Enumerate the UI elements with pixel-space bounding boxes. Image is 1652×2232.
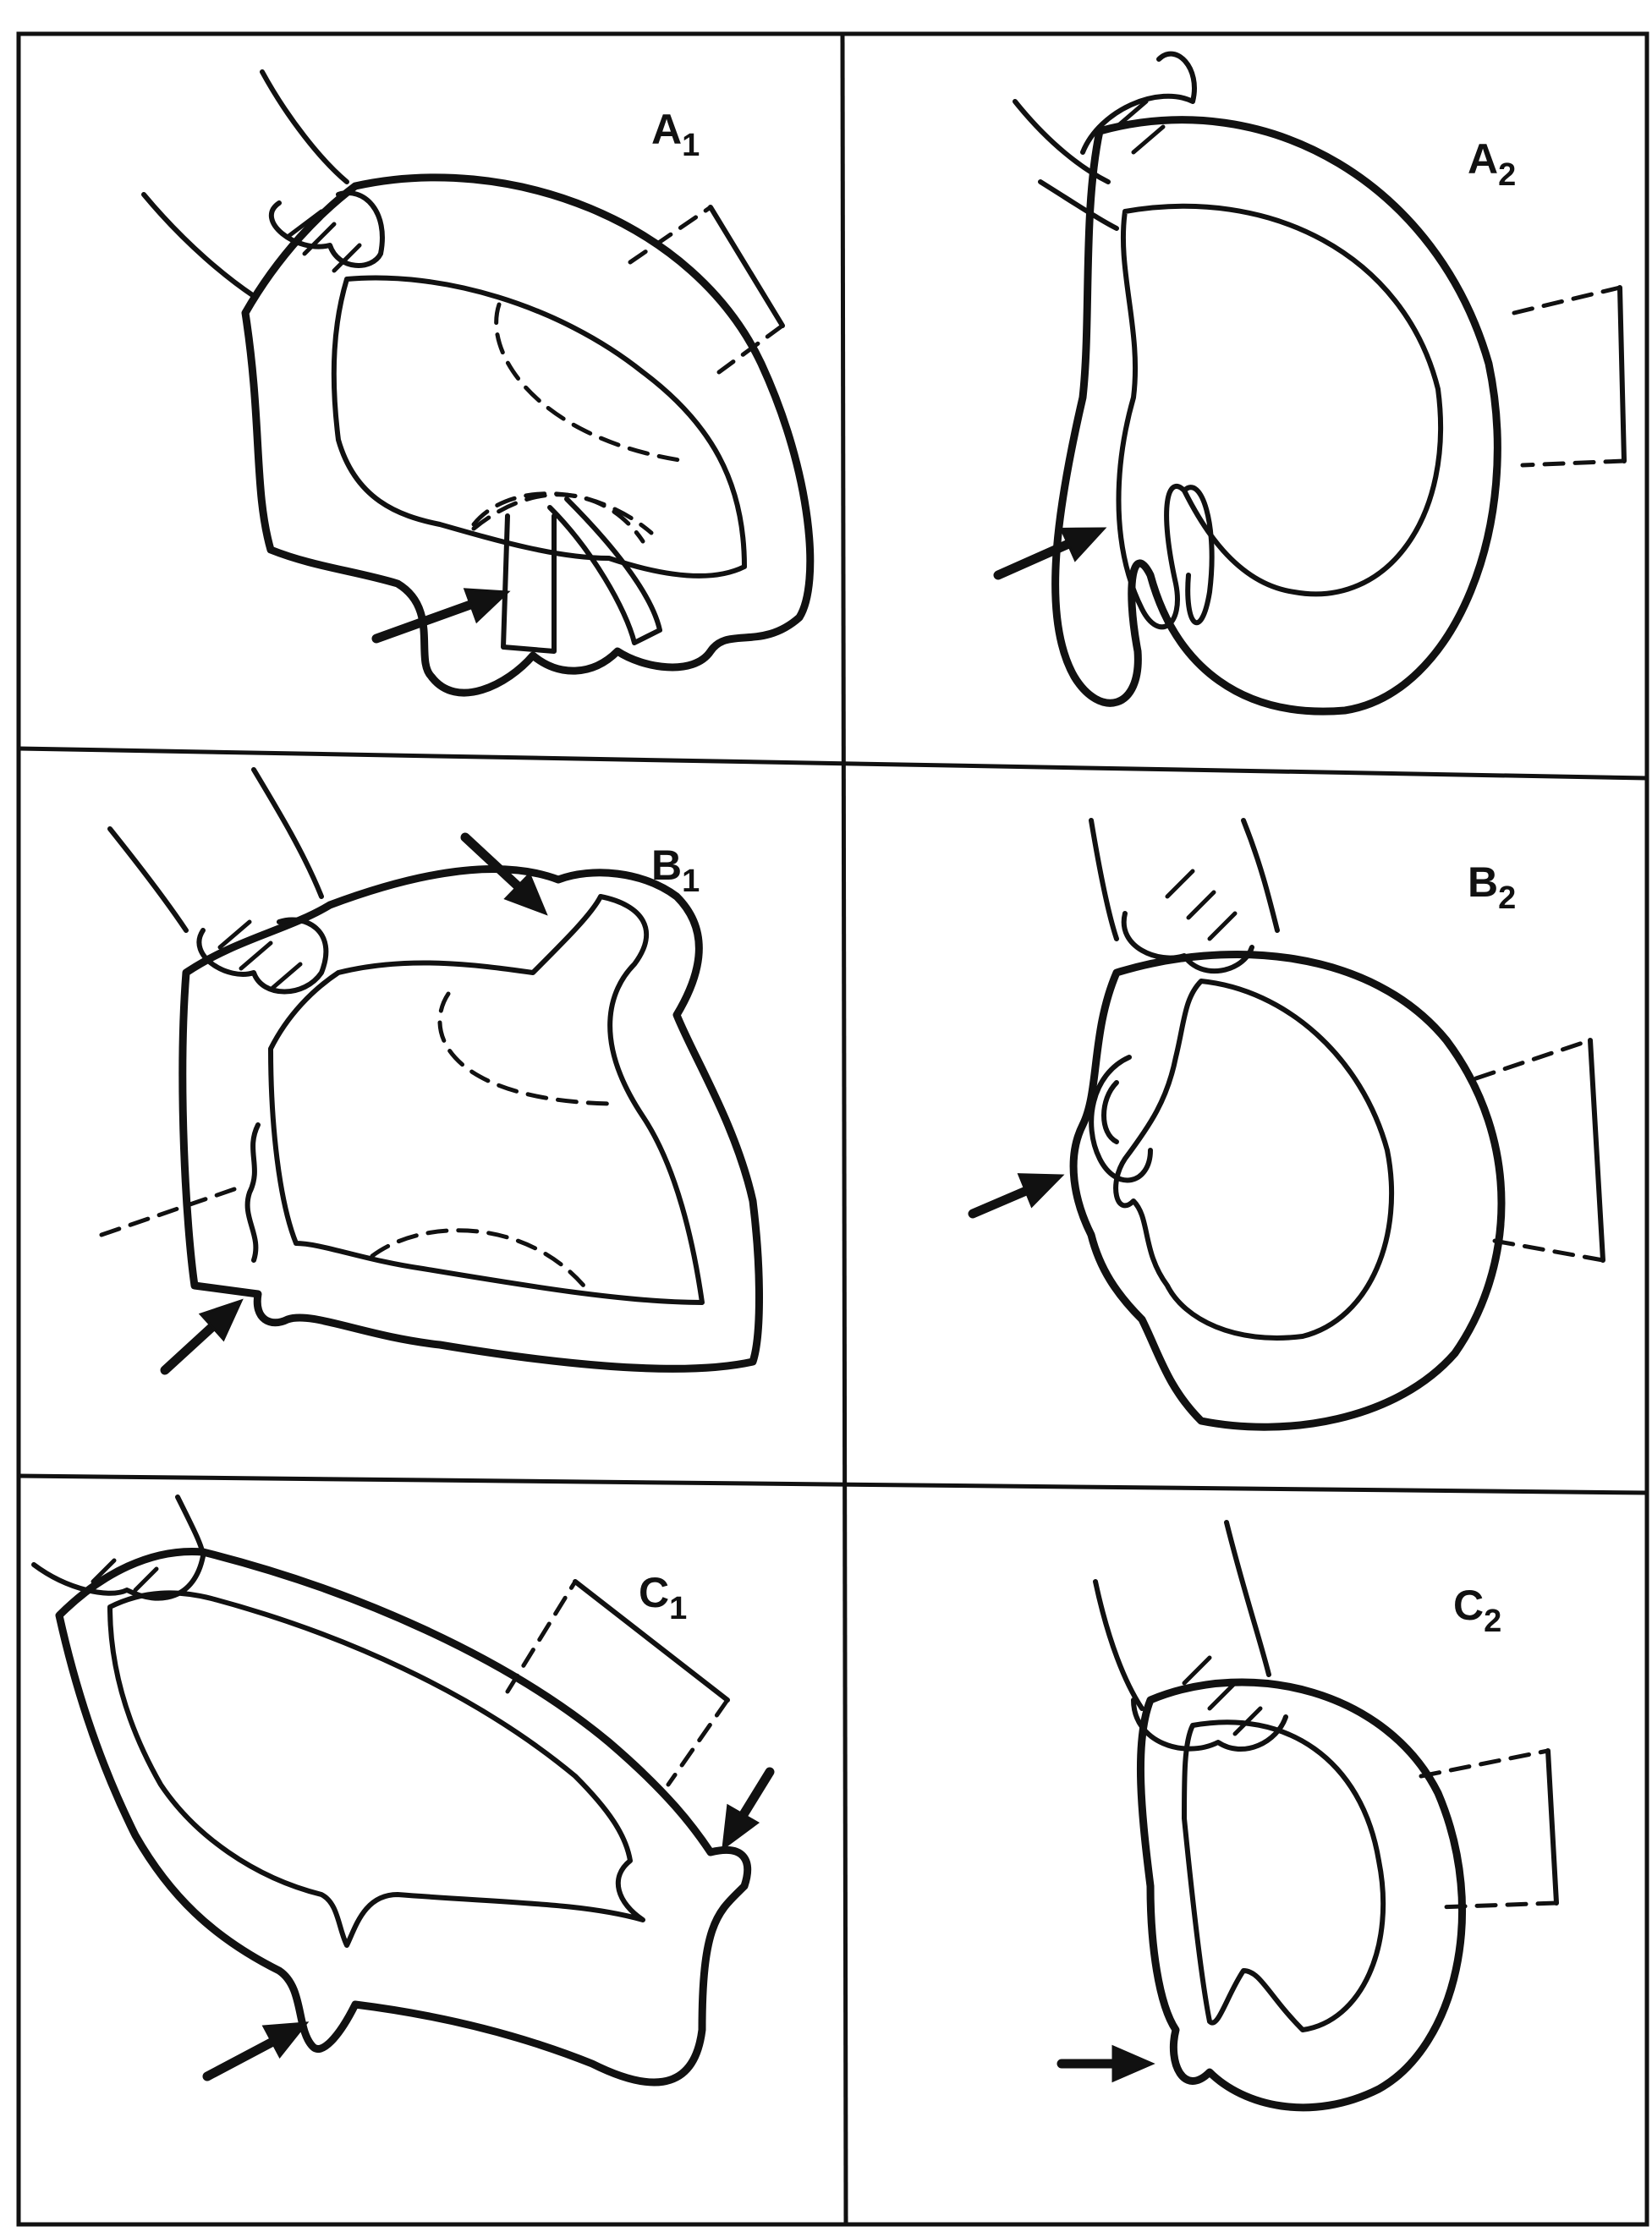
panel-c2: C2 (1062, 1522, 1556, 2108)
panel-a2: A2 (998, 54, 1624, 711)
heart-outline (59, 1551, 748, 2082)
great-vessels (144, 72, 382, 296)
aneurysm-box (1514, 288, 1624, 465)
arrow-icon (165, 1288, 252, 1370)
septal-defect (102, 1125, 258, 1260)
great-vessels (1095, 1522, 1286, 1749)
panel-grid (19, 34, 1647, 2224)
panel-a1: A1 (144, 72, 810, 693)
heart-outline (1140, 1682, 1462, 2108)
great-vessels (1015, 54, 1194, 228)
panel-label-a1: A1 (651, 106, 700, 163)
arrow-icon (465, 837, 557, 925)
arrow-icon (973, 1160, 1067, 1214)
panel-label-b2: B2 (1468, 858, 1516, 916)
panel-label-c1: C1 (639, 1569, 687, 1626)
panel-b2: B2 (973, 820, 1603, 1427)
great-vessels (1091, 820, 1277, 971)
heart-outline (1073, 955, 1501, 1428)
arrow-icon (709, 1772, 770, 1856)
heart-outline (1056, 120, 1498, 711)
panel-label-b1: B1 (651, 842, 700, 899)
heart-outline (245, 178, 810, 693)
panel-label-c2: C2 (1453, 1582, 1501, 1639)
panel-c1: C1 (34, 1497, 770, 2082)
arrow-icon (1062, 2047, 1152, 2081)
great-vessels (34, 1497, 203, 1599)
panel-label-a2: A2 (1468, 135, 1516, 193)
aneurysm-box (1421, 1751, 1556, 1907)
panel-b1: B1 (102, 770, 760, 1370)
